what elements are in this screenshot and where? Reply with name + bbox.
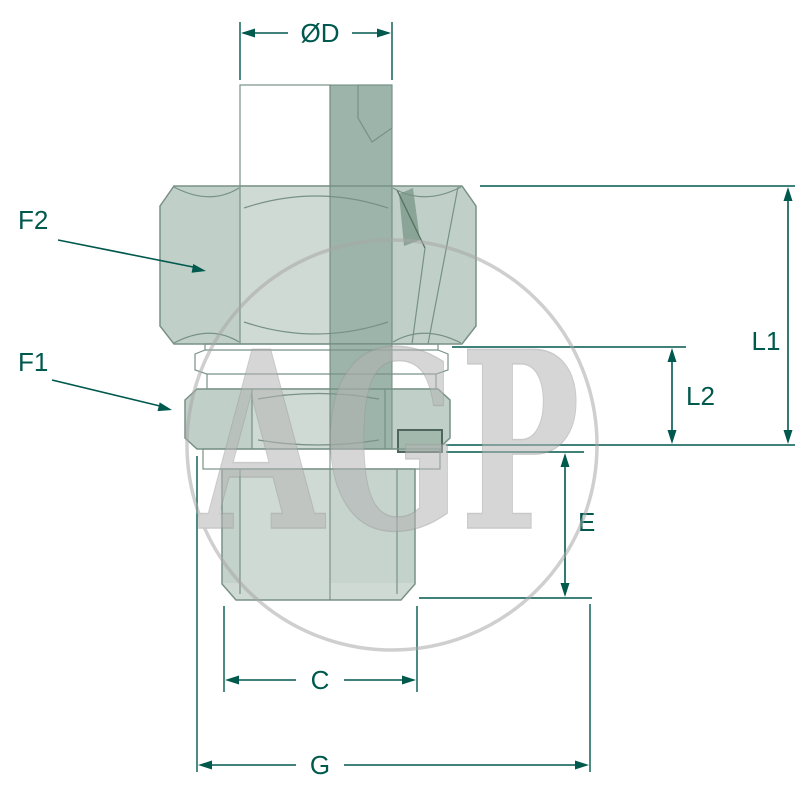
dimension-label-l2: L2 (686, 381, 715, 411)
dimension-label-od: ØD (301, 18, 340, 48)
dimension-label-l1: L1 (752, 326, 781, 356)
fitting-threaded-stud (221, 468, 416, 601)
fitting-hex-nut-large (159, 185, 477, 345)
fitting-top-spigot (239, 84, 393, 187)
watermark: AGP (185, 238, 599, 652)
dimension-label-e: E (578, 507, 595, 537)
dimension-label-f2: F2 (18, 205, 48, 235)
dimension-e: E (419, 451, 595, 599)
fitting-drawing (159, 84, 477, 601)
dimension-l1: L1 (446, 185, 795, 446)
dimension-od: ØD (239, 18, 393, 80)
dimension-f1: F1 (18, 347, 172, 412)
watermark-circle (185, 238, 599, 652)
dimension-l2: L2 (452, 346, 715, 444)
watermark-text: AGP (199, 298, 580, 586)
dimension-f2: F2 (18, 205, 206, 273)
fitting-hex-nut-small (184, 388, 451, 453)
fitting-retaining-tab (397, 429, 443, 453)
dimension-label-g: G (310, 750, 330, 780)
dimension-label-c: C (311, 665, 330, 695)
dimensions: ØD F2 F1 L1 L2 (18, 18, 795, 780)
dimension-label-f1: F1 (18, 347, 48, 377)
